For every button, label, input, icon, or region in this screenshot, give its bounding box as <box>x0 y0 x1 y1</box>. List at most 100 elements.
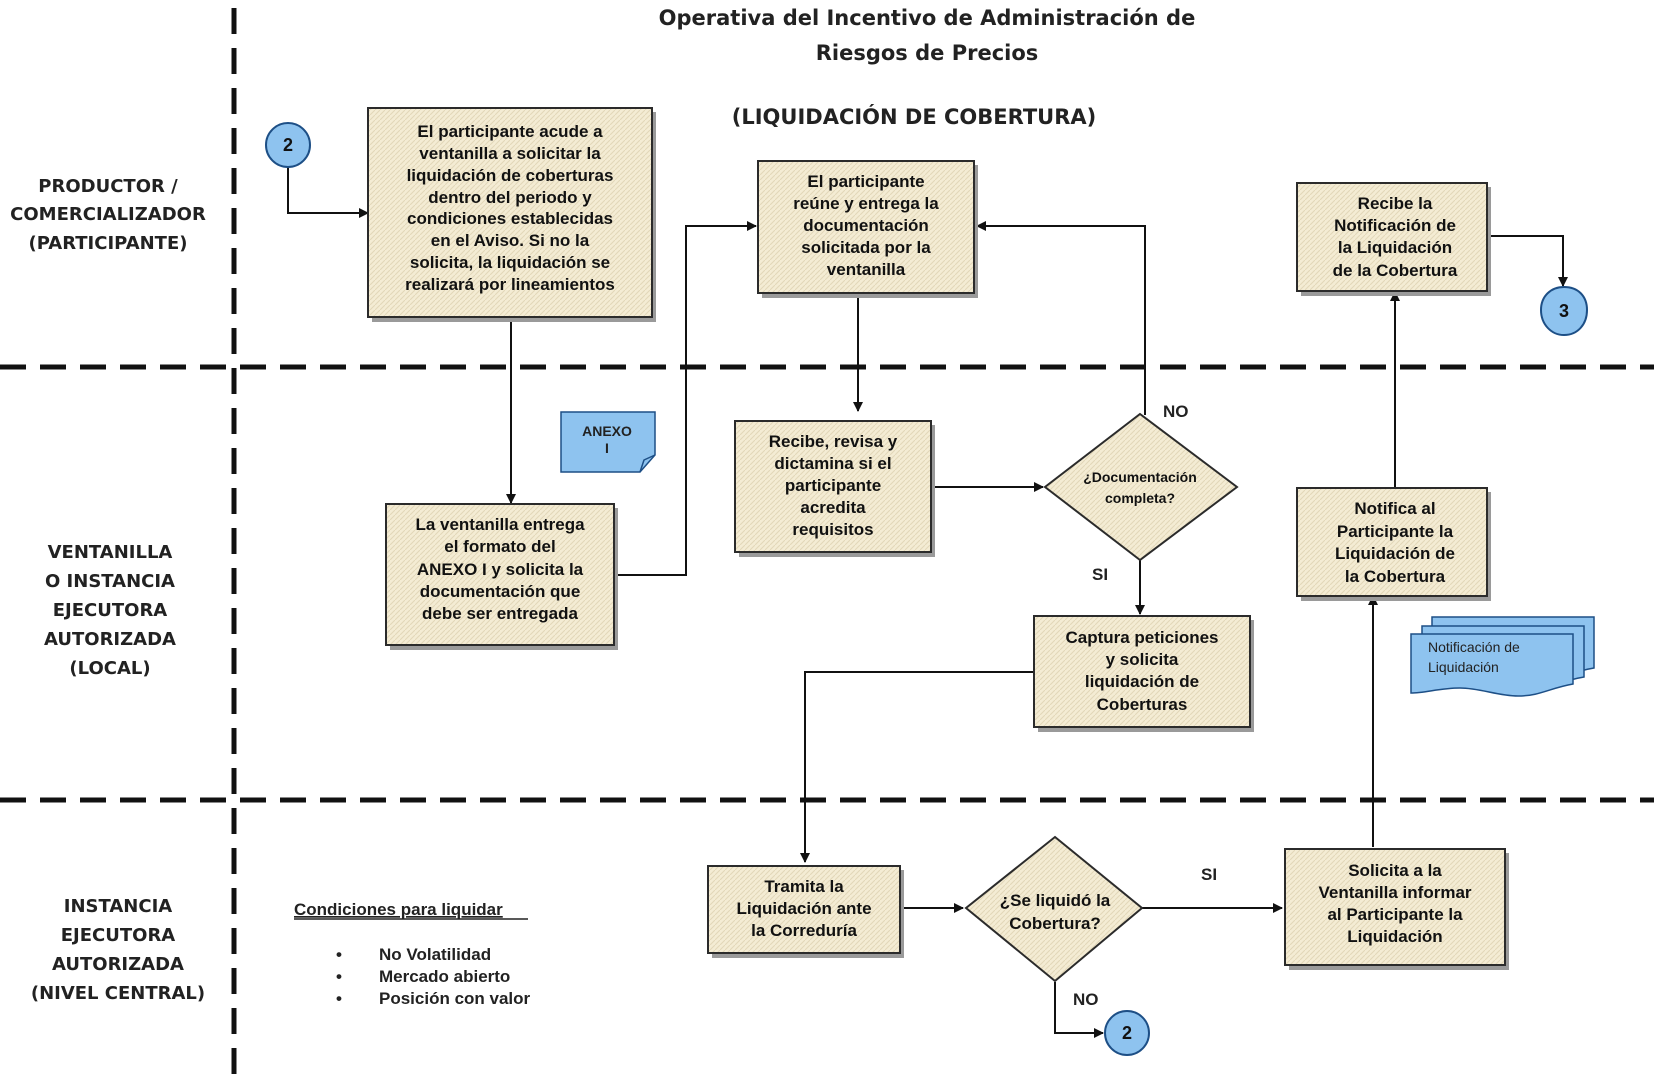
svg-text:Notificación de: Notificación de <box>1334 216 1456 235</box>
svg-text:de la Cobertura: de la Cobertura <box>1333 261 1458 280</box>
svg-text:documentación: documentación <box>803 216 929 235</box>
process-box-notifica-participante: Notifica al Participante la Liquidación … <box>1296 487 1491 601</box>
svg-text:Solicita a la: Solicita a la <box>1348 861 1442 880</box>
svg-text:al Participante la: al Participante la <box>1327 905 1463 924</box>
svg-text:VENTANILLA: VENTANILLA <box>48 542 173 563</box>
process-box-ventanilla-entrega-formato: La ventanilla entrega el formato del ANE… <box>385 503 618 650</box>
svg-text:El participante: El participante <box>807 172 924 191</box>
svg-text:2: 2 <box>1122 1023 1132 1043</box>
svg-text:(LOCAL): (LOCAL) <box>69 658 150 679</box>
svg-text:completa?: completa? <box>1105 490 1175 506</box>
svg-text:Tramita la: Tramita la <box>764 877 844 896</box>
svg-text:en el Aviso. Si no la: en el Aviso. Si no la <box>431 231 590 250</box>
lane-label-nivel-central: INSTANCIA EJECUTORA AUTORIZADA (NIVEL CE… <box>31 896 205 1004</box>
svg-text:¿Se liquidó la: ¿Se liquidó la <box>1000 891 1111 910</box>
svg-text:O INSTANCIA: O INSTANCIA <box>45 571 175 592</box>
svg-text:reúne y entrega la: reúne y entrega la <box>793 194 939 213</box>
svg-text:INSTANCIA: INSTANCIA <box>64 896 173 917</box>
svg-text:ANEXO: ANEXO <box>582 423 632 439</box>
svg-text:3: 3 <box>1559 301 1569 321</box>
svg-text:el formato del: el formato del <box>444 537 555 556</box>
svg-text:Participante la: Participante la <box>1337 522 1454 541</box>
svg-text:AUTORIZADA: AUTORIZADA <box>52 954 184 975</box>
svg-text:•: • <box>336 945 342 964</box>
connector-start-2: 2 <box>265 122 311 168</box>
svg-text:EJECUTORA: EJECUTORA <box>53 600 168 621</box>
svg-text:Cobertura?: Cobertura? <box>1009 914 1101 933</box>
flow-lines <box>287 166 1568 1038</box>
svg-text:participante: participante <box>785 476 881 495</box>
process-box-tramita-liquidacion: Tramita la Liquidación ante la Corredurí… <box>707 865 904 958</box>
document-notificacion-liquidacion: Notificación de Liquidación <box>1410 616 1595 697</box>
svg-text:Coberturas: Coberturas <box>1097 695 1188 714</box>
svg-text:I: I <box>605 440 609 456</box>
svg-text:acredita: acredita <box>800 498 866 517</box>
svg-text:•: • <box>336 989 342 1008</box>
decision-documentacion-completa: ¿Documentación completa? <box>1043 412 1239 562</box>
svg-text:requisitos: requisitos <box>792 520 873 539</box>
svg-text:Condiciones para liquidar: Condiciones para liquidar <box>294 900 503 919</box>
svg-text:Notifica al: Notifica al <box>1354 499 1435 518</box>
svg-text:y solicita: y solicita <box>1106 650 1179 669</box>
svg-text:ANEXO I y solicita la: ANEXO I y solicita la <box>417 560 584 579</box>
svg-text:realizará por lineamientos: realizará por lineamientos <box>405 275 615 294</box>
diagram-title-line1: Operativa del Incentivo de Administració… <box>659 6 1196 30</box>
svg-text:AUTORIZADA: AUTORIZADA <box>44 629 176 650</box>
svg-text:dentro del periodo y: dentro del periodo y <box>428 188 592 207</box>
document-anexo-i: ANEXO I <box>560 411 656 473</box>
lane-label-productor: PRODUCTOR / COMERCIALIZADOR (PARTICIPANT… <box>10 176 206 254</box>
svg-text:Recibe la: Recibe la <box>1358 194 1433 213</box>
label-no-documentacion: NO <box>1163 402 1189 421</box>
svg-text:2: 2 <box>283 135 293 155</box>
decision-se-liquido: ¿Se liquidó la Cobertura? <box>964 835 1144 983</box>
svg-text:Liquidación ante: Liquidación ante <box>736 899 871 918</box>
svg-text:La ventanilla entrega: La ventanilla entrega <box>415 515 585 534</box>
svg-text:documentación que: documentación que <box>420 582 581 601</box>
svg-text:El participante acude a: El participante acude a <box>417 122 603 141</box>
svg-text:¿Documentación: ¿Documentación <box>1083 469 1197 485</box>
svg-text:Mercado abierto: Mercado abierto <box>379 967 510 986</box>
connector-end-3: 3 <box>1539 285 1589 337</box>
process-box-recibe-notificacion: Recibe la Notificación de la Liquidación… <box>1296 182 1491 296</box>
svg-text:Liquidación de: Liquidación de <box>1335 544 1455 563</box>
conditions-note: Condiciones para liquidar • No Volatilid… <box>294 900 531 1008</box>
connector-end-2: 2 <box>1104 1010 1150 1056</box>
svg-text:ventanilla: ventanilla <box>827 260 906 279</box>
process-box-participante-acude: El participante acude a ventanilla a sol… <box>367 107 656 322</box>
label-no-liquido: NO <box>1073 990 1099 1009</box>
label-si-documentacion: SI <box>1092 565 1108 584</box>
svg-text:solicita, la liquidación se: solicita, la liquidación se <box>410 253 610 272</box>
diagram-subtitle: (LIQUIDACIÓN DE COBERTURA) <box>732 104 1097 129</box>
svg-text:Posición con valor: Posición con valor <box>379 989 531 1008</box>
process-box-recibe-revisa: Recibe, revisa y dictamina si el partici… <box>734 420 935 557</box>
svg-text:(NIVEL CENTRAL): (NIVEL CENTRAL) <box>31 983 205 1004</box>
process-box-captura-peticiones: Captura peticiones y solicita liquidació… <box>1033 615 1254 732</box>
svg-text:Captura peticiones: Captura peticiones <box>1065 628 1218 647</box>
svg-text:Liquidación: Liquidación <box>1347 927 1442 946</box>
svg-text:dictamina si el: dictamina si el <box>774 454 891 473</box>
svg-text:la Liquidación: la Liquidación <box>1338 238 1452 257</box>
process-box-participante-reune: El participante reúne y entrega la docum… <box>757 160 978 298</box>
svg-text:solicitada por la: solicitada por la <box>801 238 931 257</box>
svg-text:debe ser entregada: debe ser entregada <box>422 604 578 623</box>
svg-text:COMERCIALIZADOR: COMERCIALIZADOR <box>10 204 206 225</box>
diagram-title-line2: Riesgos de Precios <box>816 41 1039 65</box>
svg-text:Ventanilla informar: Ventanilla informar <box>1318 883 1471 902</box>
svg-text:Liquidación: Liquidación <box>1428 659 1499 675</box>
svg-text:•: • <box>336 967 342 986</box>
lane-label-ventanilla: VENTANILLA O INSTANCIA EJECUTORA AUTORIZ… <box>44 542 176 679</box>
svg-text:Recibe, revisa y: Recibe, revisa y <box>769 432 898 451</box>
svg-text:la Correduría: la Correduría <box>751 921 857 940</box>
svg-text:PRODUCTOR /: PRODUCTOR / <box>38 176 178 197</box>
process-box-solicita-ventanilla: Solicita a la Ventanilla informar al Par… <box>1284 848 1509 970</box>
svg-text:liquidación de: liquidación de <box>1085 672 1199 691</box>
label-si-liquido: SI <box>1201 865 1217 884</box>
svg-text:ventanilla a solicitar la: ventanilla a solicitar la <box>419 144 601 163</box>
svg-text:EJECUTORA: EJECUTORA <box>61 925 176 946</box>
svg-text:Notificación de: Notificación de <box>1428 639 1520 655</box>
svg-text:No Volatilidad: No Volatilidad <box>379 945 491 964</box>
svg-text:liquidación de coberturas: liquidación de coberturas <box>407 166 614 185</box>
svg-text:(PARTICIPANTE): (PARTICIPANTE) <box>29 233 188 254</box>
svg-text:condiciones establecidas: condiciones establecidas <box>407 209 613 228</box>
